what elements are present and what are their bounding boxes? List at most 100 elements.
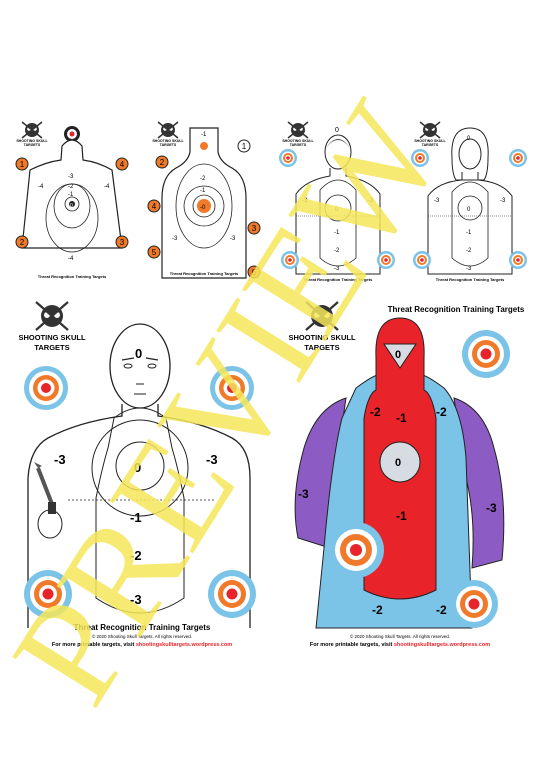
score-label: -0	[200, 205, 206, 211]
bullseye-left-bottom[interactable]	[413, 251, 431, 269]
ring-outer	[319, 179, 357, 267]
bullseye-right-bottom[interactable]	[509, 251, 527, 269]
marker-1[interactable]: 1	[237, 139, 251, 153]
card-title: Threat Recognition Training Targets	[170, 271, 239, 276]
head-dot[interactable]	[200, 142, 208, 150]
skull-logo-icon	[21, 121, 43, 139]
bullseye-right-top[interactable]	[462, 330, 510, 378]
score-label: -3	[130, 592, 142, 607]
brand-line2: TARGETS	[290, 143, 307, 147]
brand-line2: TARGETS	[160, 143, 177, 147]
score-label: -2	[200, 176, 206, 182]
svg-text:6: 6	[252, 268, 257, 277]
score-label: -3	[54, 452, 66, 467]
marker-2[interactable]: 2	[155, 155, 169, 169]
head-triangle[interactable]	[383, 343, 417, 369]
brand-line1: SHOOTING SKULL	[282, 139, 314, 143]
hair	[326, 139, 350, 148]
svg-text:2: 2	[160, 158, 165, 167]
card-title: Threat Recognition Training Targets	[38, 274, 107, 279]
silhouette-outline	[21, 139, 123, 249]
ring-inner	[115, 441, 165, 491]
arm-right[interactable]	[453, 397, 505, 569]
card-title: Threat Recognition Training Targets	[388, 305, 524, 314]
marker-6[interactable]: 6	[247, 265, 261, 279]
bullseye-left-bottom[interactable]	[281, 251, 299, 269]
target-card-4: SHOOTING SKULL TARGETS 0 -3 -3 0 -1 -2 -…	[408, 118, 536, 296]
head-outline	[109, 323, 171, 409]
score-label: -3	[486, 501, 497, 515]
score-label: 0	[395, 349, 401, 361]
skull-logo-icon	[35, 301, 69, 331]
score-label: -2	[466, 248, 472, 254]
head-outline	[458, 138, 482, 170]
score-label: 0	[395, 457, 401, 469]
eyebrows	[121, 357, 159, 361]
score-label: -3	[334, 266, 340, 272]
score-label: -3	[230, 236, 236, 242]
ring-mid	[91, 419, 189, 517]
score-label: -4	[104, 184, 110, 190]
marker-5[interactable]: 5	[147, 245, 161, 259]
bullseye-right-top[interactable]	[509, 149, 527, 167]
svg-text:2: 2	[20, 238, 25, 247]
bullseye-left-bottom[interactable]	[24, 570, 72, 618]
score-label: -1	[334, 230, 340, 236]
bullseye-right-top[interactable]	[210, 366, 254, 410]
bullseye-left-top[interactable]	[279, 149, 297, 167]
bullseye-left-middle[interactable]	[328, 522, 384, 578]
more-targets-line: For more printable targets, visit shooti…	[310, 642, 490, 648]
card-title: Threat Recognition Training Targets	[304, 277, 373, 282]
skull-logo-icon	[287, 121, 309, 139]
ring-center[interactable]	[197, 199, 211, 213]
knife-hand-icon	[34, 462, 63, 539]
score-label: -3	[466, 266, 472, 272]
copyright: © 2020 Shooting Skull Targets. All right…	[92, 633, 192, 639]
score-label: 0	[134, 460, 141, 475]
more-targets-line: For more printable targets, visit shooti…	[52, 642, 232, 648]
bullseye-left-top[interactable]	[24, 366, 68, 410]
bullseye-left-top[interactable]	[411, 149, 429, 167]
bullseye-right-bottom[interactable]	[377, 251, 395, 269]
score-label: -3	[500, 198, 506, 204]
head-outline	[324, 134, 352, 170]
score-label: 0	[335, 127, 339, 134]
eye-left	[123, 363, 133, 369]
svg-text:4: 4	[152, 202, 157, 211]
marker-4[interactable]: 4	[115, 157, 129, 171]
ring-outer	[95, 407, 185, 614]
website-link[interactable]: shootingskulltargets.wordpress.com	[136, 642, 232, 648]
target-card-5: SHOOTING SKULL TARGETS 0 -3 -3 0 -1 -2 -…	[18, 298, 266, 650]
score-label: -1	[130, 510, 142, 525]
brand-line1: SHOOTING SKULL	[288, 333, 356, 342]
marker-3[interactable]: 3	[247, 221, 261, 235]
bullseye-top[interactable]	[64, 126, 80, 142]
score-label: -3	[434, 198, 440, 204]
score-label: -1	[68, 192, 74, 198]
bullseye-right-bottom[interactable]	[450, 580, 498, 628]
target-card-1: SHOOTING SKULL TARGETS 1 4 2 3 -4 -3 -2 …	[8, 118, 136, 296]
silhouette-outline	[427, 172, 513, 275]
copyright: © 2020 Shooting Skull Targets. All right…	[350, 633, 450, 639]
eye-right	[147, 363, 157, 369]
marker-4[interactable]: 4	[147, 199, 161, 213]
website-link[interactable]: shootingskulltargets.wordpress.com	[394, 642, 490, 648]
bullseye-right-bottom[interactable]	[208, 570, 256, 618]
ring-outer	[175, 163, 233, 249]
marker-2[interactable]: 2	[15, 235, 29, 249]
brand-line1: SHOOTING SKULL	[152, 139, 184, 143]
score-label: -1	[396, 411, 407, 425]
brand-line2: TARGETS	[24, 143, 41, 147]
svg-text:1: 1	[20, 160, 25, 169]
svg-text:1: 1	[242, 142, 247, 151]
brand-line2: TARGETS	[304, 343, 339, 352]
marker-3[interactable]: 3	[115, 235, 129, 249]
center-circle[interactable]	[379, 441, 421, 483]
score-label: 0	[70, 203, 73, 209]
ring-center[interactable]	[69, 201, 75, 207]
score-label: -3	[302, 198, 308, 204]
skull-logo-icon	[419, 121, 441, 139]
score-label: -1	[200, 188, 206, 194]
skull-logo-icon	[157, 121, 179, 139]
marker-1[interactable]: 1	[15, 157, 29, 171]
